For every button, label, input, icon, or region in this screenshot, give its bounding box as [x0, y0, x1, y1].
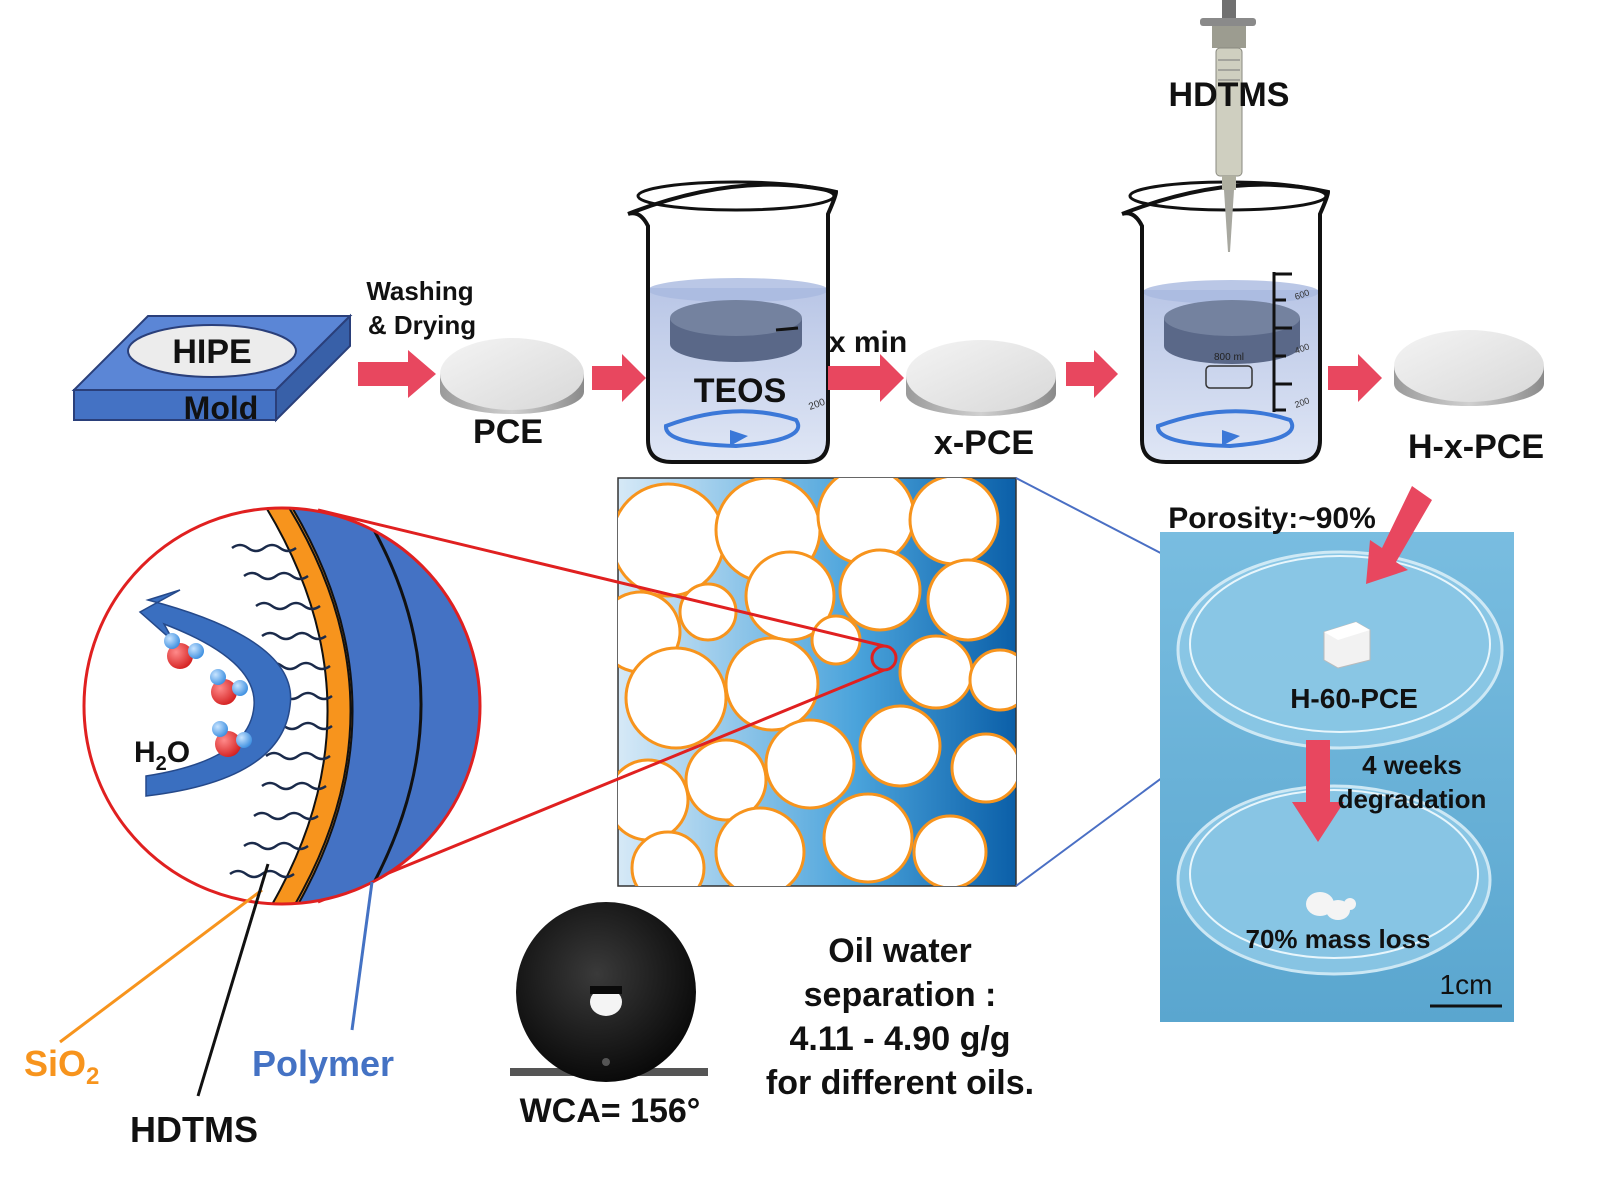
pce-label: PCE — [473, 413, 543, 451]
degradation-label: degradation — [1338, 784, 1487, 814]
pore-structure — [617, 477, 1017, 887]
mass-loss-label: 70% mass loss — [1245, 924, 1430, 954]
arrow-3 — [828, 354, 904, 402]
magnified-circle — [82, 506, 482, 906]
svg-text:Oil water: Oil water — [828, 932, 972, 970]
water-molecule-icon — [212, 721, 252, 757]
water-molecule-icon — [164, 633, 204, 669]
x-min-label: x min — [829, 326, 907, 359]
arrow-5 — [1328, 354, 1382, 402]
h-x-pce-disc — [1394, 330, 1544, 406]
hdtms-bottom-label: HDTMS — [130, 1109, 258, 1150]
tick-400: 400 — [1293, 341, 1311, 356]
water-droplet-image — [510, 902, 708, 1082]
beaker-teos: 200 — [627, 180, 839, 464]
h2o-label: H2O — [134, 736, 190, 775]
polymer-label: Polymer — [252, 1043, 394, 1084]
mold-label: Mold — [184, 390, 259, 426]
hdtms-top-label: HDTMS — [1169, 76, 1290, 114]
beaker-hdtms: 600 400 200 — [1121, 180, 1331, 464]
teos-label: TEOS — [694, 372, 787, 410]
repel-arrow — [138, 589, 292, 797]
hdtms-pointer — [196, 863, 270, 1097]
hipe-emulsion — [127, 324, 297, 378]
arrow-1 — [358, 350, 436, 398]
pce-disc — [440, 338, 584, 414]
h-x-pce-label: H-x-PCE — [1408, 428, 1544, 466]
washing-label: Washing — [366, 276, 473, 306]
photo-arrow-top — [1366, 486, 1432, 584]
pipette-icon — [1200, 0, 1256, 252]
photo-arrow-down — [1292, 740, 1344, 842]
arrow-4 — [1066, 350, 1118, 398]
arrow-2 — [592, 354, 646, 402]
porosity-label: Porosity:~90% — [1168, 502, 1376, 535]
drying-label: & Drying — [368, 310, 476, 340]
svg-text:4.11 - 4.90 g/g: 4.11 - 4.90 g/g — [789, 1020, 1010, 1058]
svg-text:separation :: separation : — [804, 976, 997, 1014]
h-60-pce-label: H-60-PCE — [1290, 683, 1418, 714]
x-pce-disc — [906, 340, 1056, 416]
mold-block — [71, 313, 353, 423]
hipe-label: HIPE — [172, 333, 251, 371]
beaker-volume-label: 800 ml — [1214, 352, 1244, 363]
wca-label: WCA= 156° — [520, 1092, 701, 1130]
zoom-line-top — [317, 508, 885, 648]
x-pce-label: x-PCE — [934, 424, 1034, 462]
zoom-line-bottom — [317, 668, 885, 904]
sio2-label: SiO2 — [24, 1043, 99, 1090]
degradation-photo — [1160, 532, 1514, 1022]
polymer-pointer — [350, 881, 374, 1031]
weeks-label: 4 weeks — [1362, 750, 1462, 780]
scale-label: 1cm — [1440, 969, 1493, 1000]
svg-text:for different oils.: for different oils. — [766, 1064, 1034, 1102]
oil-separation-text: Oil water separation : 4.11 - 4.90 g/g f… — [766, 932, 1034, 1102]
tick-600: 600 — [1293, 287, 1311, 302]
water-molecule-icon — [210, 669, 248, 705]
tick-200-hdtms: 200 — [1293, 395, 1311, 410]
sio2-pointer — [59, 888, 263, 1044]
